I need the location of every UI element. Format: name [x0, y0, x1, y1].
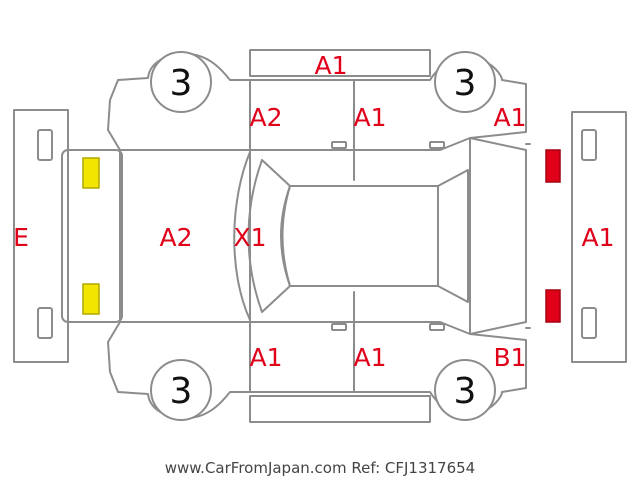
code-roof-top: A1: [314, 51, 347, 80]
wheel-number: 3: [454, 63, 477, 104]
code-rear-right-quarter: B1: [493, 343, 526, 372]
wheel-number: 3: [454, 371, 477, 412]
front-right-headlight: [82, 283, 100, 315]
code-hood: A2: [159, 223, 192, 252]
front-left-headlight: [82, 157, 100, 189]
wheel-front-left: 3: [150, 51, 212, 113]
code-rear-bumper: A1: [581, 223, 614, 252]
code-front-bumper: E: [13, 223, 29, 252]
wheel-front-right: 3: [150, 359, 212, 421]
car-top-view: [61, 137, 531, 335]
code-front-right-door: A1: [249, 343, 282, 372]
wheel-number: 3: [170, 63, 193, 104]
code-windshield: X1: [233, 223, 266, 252]
footer-reference: www.CarFromJapan.com Ref: CFJ1317654: [165, 459, 475, 477]
wheel-number: 3: [170, 371, 193, 412]
wheel-rear-right: 3: [434, 359, 496, 421]
front-bumper: [13, 109, 69, 363]
code-front-left-door: A2: [249, 103, 282, 132]
rear-left-taillight: [545, 149, 561, 183]
bottom-side-strip: [249, 395, 431, 423]
rear-bumper: [571, 111, 627, 363]
top-side-strip: [249, 49, 431, 77]
code-rear-left-door: A1: [353, 103, 386, 132]
rear-right-taillight: [545, 289, 561, 323]
code-rear-right-door: A1: [353, 343, 386, 372]
code-rear-left-quarter: A1: [493, 103, 526, 132]
wheel-rear-left: 3: [434, 51, 496, 113]
